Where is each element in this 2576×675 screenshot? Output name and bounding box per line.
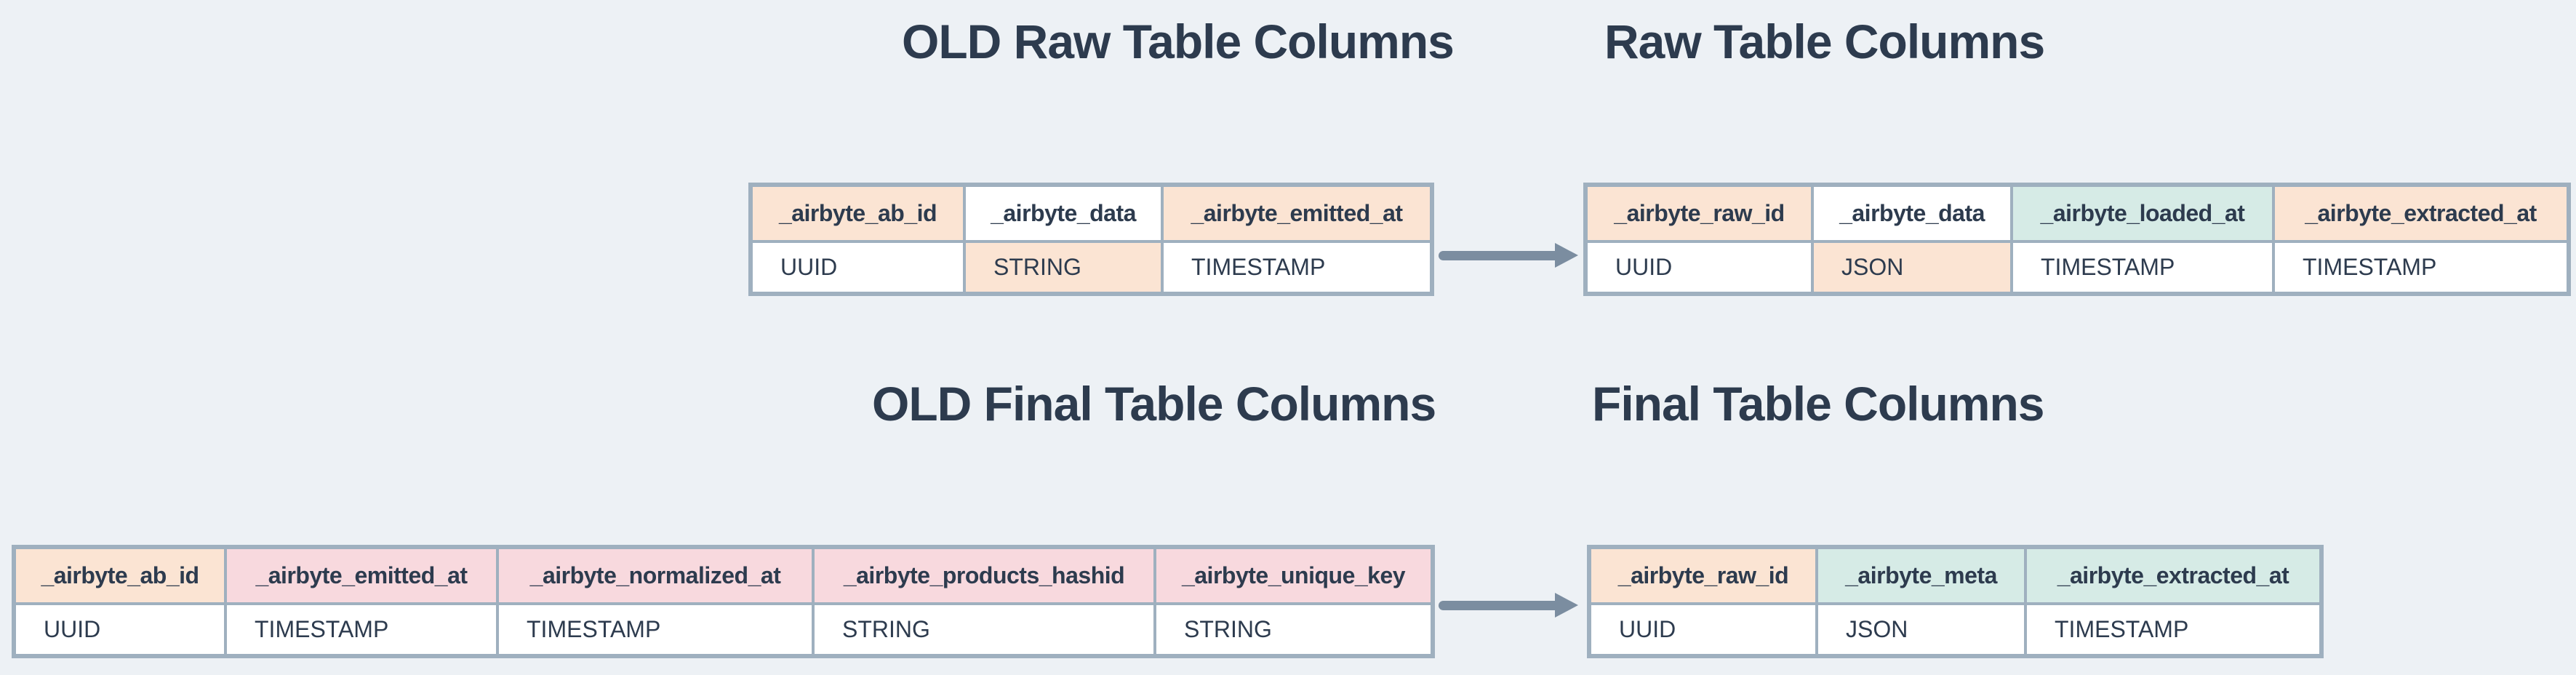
- final-table: _airbyte_raw_id_airbyte_meta_airbyte_ext…: [1587, 545, 2324, 658]
- column-type-cell: UUID: [12, 602, 227, 658]
- column-type-cell: STRING: [1153, 602, 1434, 658]
- column-type-cell: TIMESTAMP: [2010, 240, 2275, 295]
- column-type-cell: JSON: [1815, 602, 2027, 658]
- column-type-cell: UUID: [749, 240, 966, 295]
- column-header-cell: _airbyte_ab_id: [12, 546, 227, 605]
- arrow-old-final-to-final-head-icon: [1555, 593, 1578, 618]
- column-type-cell: UUID: [1584, 240, 1814, 295]
- column-type-cell: TIMESTAMP: [496, 602, 815, 658]
- column-header-cell: _airbyte_loaded_at: [2010, 183, 2275, 243]
- column-header-cell: _airbyte_raw_id: [1584, 183, 1814, 243]
- column-header-cell: _airbyte_meta: [1815, 546, 2027, 605]
- old-final-table-title: OLD Final Table Columns: [872, 377, 1436, 431]
- header-row: _airbyte_ab_id_airbyte_data_airbyte_emit…: [749, 183, 1433, 243]
- arrow-old-raw-to-raw-line: [1439, 251, 1559, 260]
- arrow-old-raw-to-raw-head-icon: [1555, 243, 1578, 268]
- column-type-cell: JSON: [1811, 240, 2013, 295]
- column-type-cell: STRING: [963, 240, 1164, 295]
- arrow-old-final-to-final-line: [1439, 601, 1559, 610]
- column-type-cell: TIMESTAMP: [1161, 240, 1433, 295]
- column-header-cell: _airbyte_normalized_at: [496, 546, 815, 605]
- column-type-cell: TIMESTAMP: [224, 602, 499, 658]
- column-type-cell: TIMESTAMP: [2024, 602, 2323, 658]
- column-type-cell: STRING: [812, 602, 1156, 658]
- old-raw-table-title: OLD Raw Table Columns: [902, 15, 1455, 68]
- column-header-cell: _airbyte_ab_id: [749, 183, 966, 243]
- raw-table-title: Raw Table Columns: [1604, 15, 2045, 68]
- old-raw-table: _airbyte_ab_id_airbyte_data_airbyte_emit…: [748, 183, 1434, 296]
- column-header-cell: _airbyte_data: [963, 183, 1164, 243]
- raw-table: _airbyte_raw_id_airbyte_data_airbyte_loa…: [1583, 183, 2571, 296]
- column-header-cell: _airbyte_products_hashid: [812, 546, 1156, 605]
- header-row: _airbyte_raw_id_airbyte_meta_airbyte_ext…: [1588, 546, 2323, 605]
- header-row: _airbyte_ab_id_airbyte_emitted_at_airbyt…: [12, 546, 1434, 605]
- column-header-cell: _airbyte_emitted_at: [1161, 183, 1433, 243]
- column-header-cell: _airbyte_emitted_at: [224, 546, 499, 605]
- column-type-cell: UUID: [1588, 602, 1818, 658]
- header-row: _airbyte_raw_id_airbyte_data_airbyte_loa…: [1584, 183, 2570, 243]
- column-header-cell: _airbyte_unique_key: [1153, 546, 1434, 605]
- column-header-cell: _airbyte_data: [1811, 183, 2013, 243]
- column-header-cell: _airbyte_extracted_at: [2272, 183, 2570, 243]
- column-header-cell: _airbyte_raw_id: [1588, 546, 1818, 605]
- old-final-table: _airbyte_ab_id_airbyte_emitted_at_airbyt…: [12, 545, 1435, 658]
- column-type-cell: TIMESTAMP: [2272, 240, 2570, 295]
- column-header-cell: _airbyte_extracted_at: [2024, 546, 2323, 605]
- final-table-title: Final Table Columns: [1592, 377, 2045, 431]
